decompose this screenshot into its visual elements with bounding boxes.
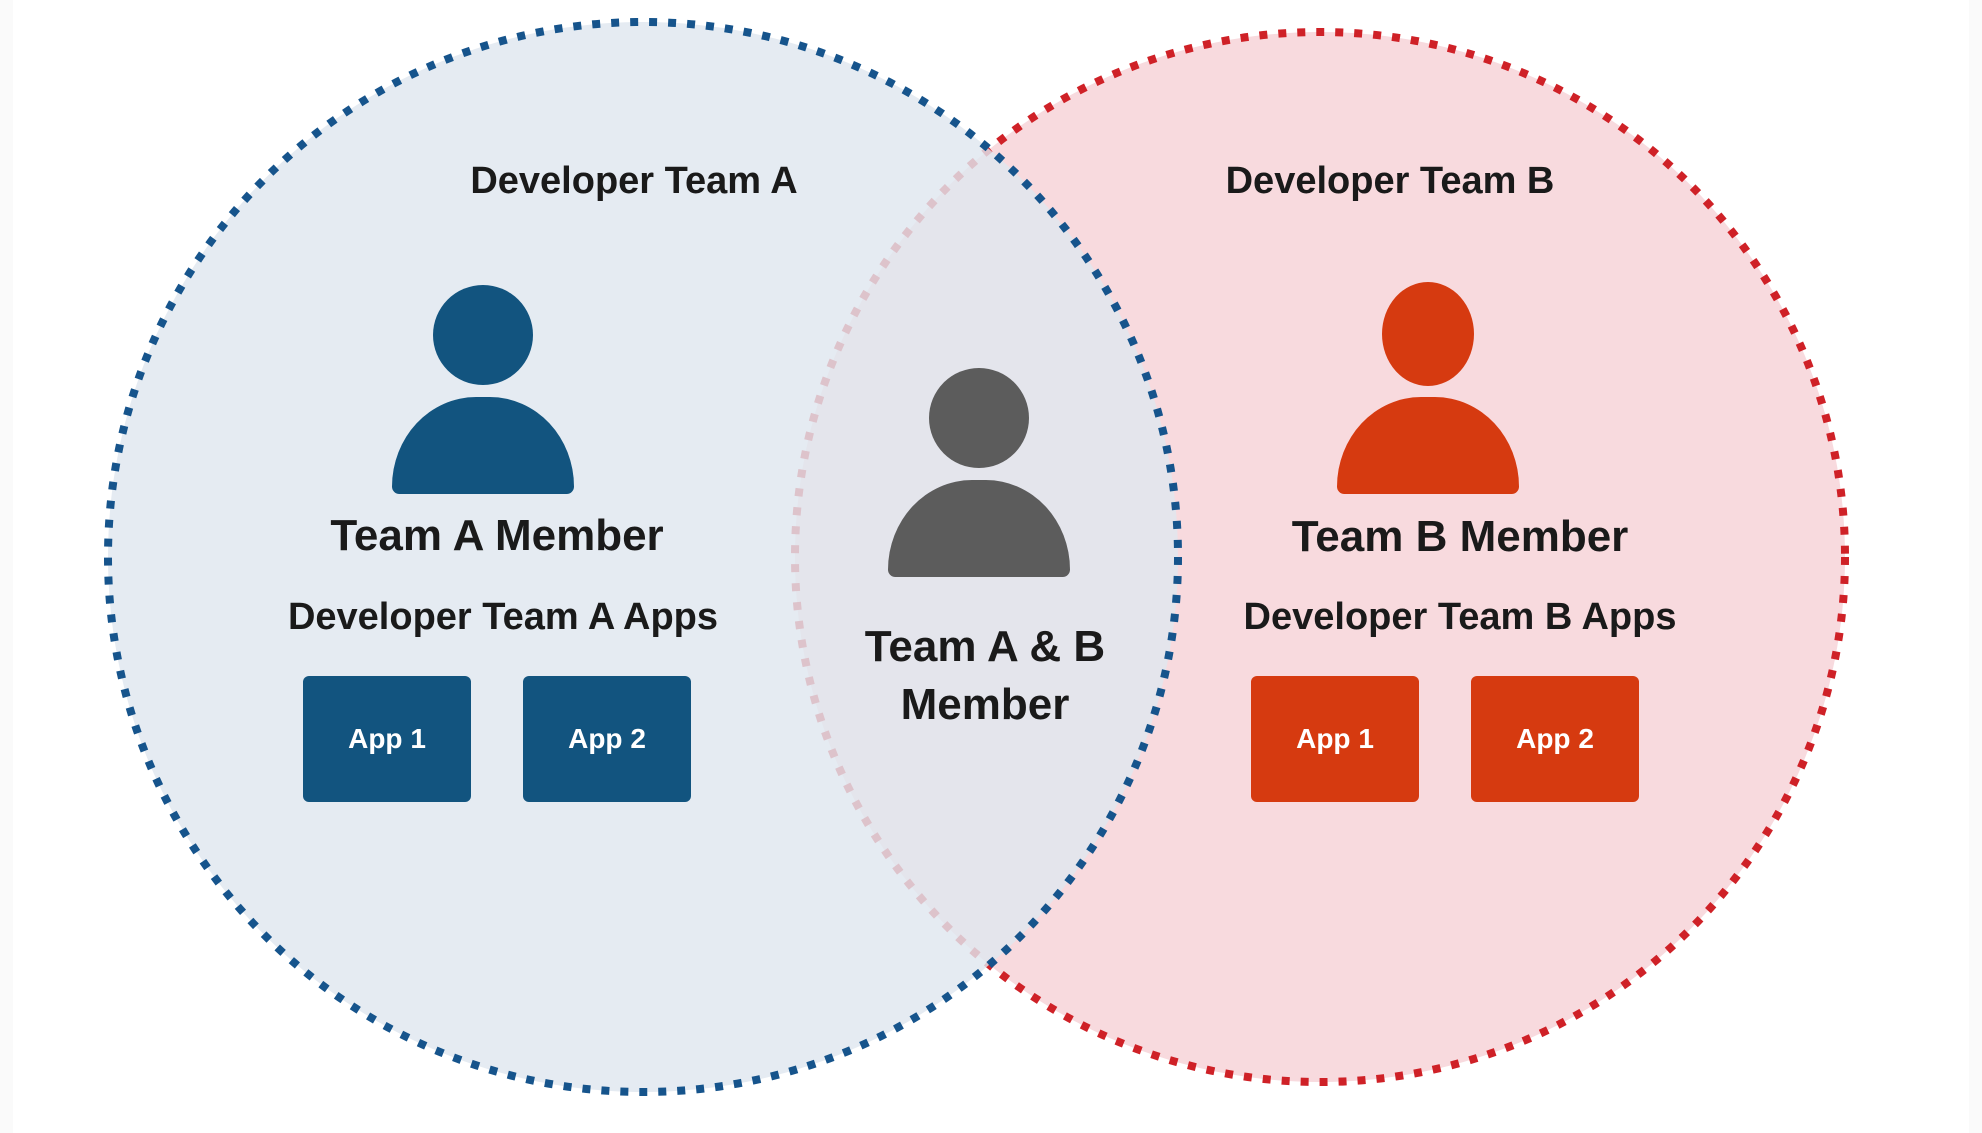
app-label: App 2 <box>1516 723 1594 754</box>
page-left-gutter <box>0 0 13 1133</box>
team-a-app-1: App 1 <box>303 676 471 802</box>
team-a-apps-row: App 1 App 2 <box>303 676 691 802</box>
overlap-person-icon <box>888 368 1070 577</box>
team-a-app-2: App 2 <box>523 676 691 802</box>
team-a-person-icon <box>392 285 574 494</box>
app-label: App 1 <box>348 723 426 754</box>
team-a-apps-label: Developer Team A Apps <box>287 596 719 638</box>
team-a-title: Developer Team A <box>470 160 798 202</box>
person-head <box>929 368 1029 468</box>
person-head <box>1382 282 1474 386</box>
person-head <box>433 285 533 385</box>
person-shoulders <box>392 397 574 494</box>
team-a-circle <box>108 22 1178 1092</box>
team-b-app-1: App 1 <box>1251 676 1419 802</box>
person-shoulders <box>1337 397 1519 494</box>
team-b-title: Developer Team B <box>1225 160 1555 202</box>
team-a-circle-border <box>104 18 1182 1096</box>
team-b-apps-row: App 1 App 2 <box>1251 676 1639 802</box>
team-b-person-icon <box>1337 282 1519 494</box>
team-a-member-label: Team A Member <box>330 511 664 560</box>
app-label: App 2 <box>568 723 646 754</box>
page-right-gutter <box>1969 0 1982 1133</box>
team-b-member-label: Team B Member <box>1291 512 1629 561</box>
team-b-circle-border <box>791 28 1849 1086</box>
person-shoulders <box>888 480 1070 577</box>
overlap-member-label: Team A & B Member <box>864 622 1106 729</box>
team-b-app-2: App 2 <box>1471 676 1639 802</box>
app-label: App 1 <box>1296 723 1374 754</box>
team-b-apps-label: Developer Team B Apps <box>1243 596 1677 638</box>
